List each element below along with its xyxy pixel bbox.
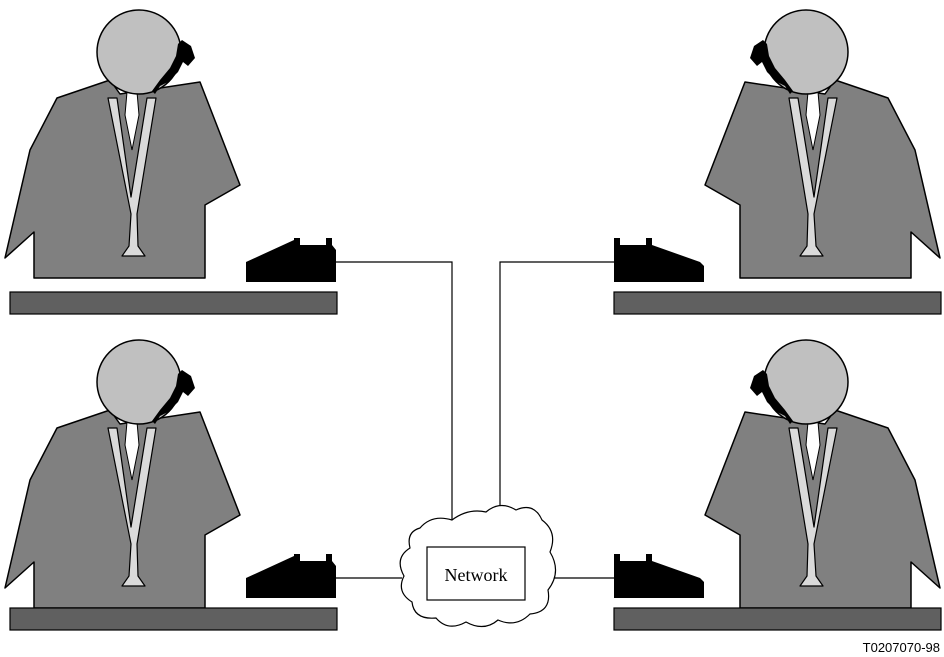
figure-id: T0207070-98 xyxy=(863,640,940,655)
line-top-right xyxy=(499,261,614,508)
desk xyxy=(613,607,942,631)
desk xyxy=(9,607,338,631)
telephone-icon xyxy=(614,554,704,598)
station-top-left xyxy=(4,9,338,315)
network-box xyxy=(426,546,526,601)
network-label: Network xyxy=(445,565,508,585)
station-bottom-right xyxy=(613,339,942,631)
line-top-left xyxy=(336,261,453,520)
person-icon xyxy=(704,9,941,279)
person-icon xyxy=(704,339,941,609)
station-bottom-left xyxy=(4,339,338,631)
telephone-icon xyxy=(614,238,704,282)
telephone-icon xyxy=(246,554,336,598)
network-cloud: Network xyxy=(399,504,557,628)
desk xyxy=(9,291,338,315)
person-icon xyxy=(4,9,241,279)
connection-lines xyxy=(336,261,614,579)
telephone-icon xyxy=(246,238,336,282)
person-icon xyxy=(4,339,241,609)
station-top-right xyxy=(613,9,942,315)
desk xyxy=(613,291,942,315)
